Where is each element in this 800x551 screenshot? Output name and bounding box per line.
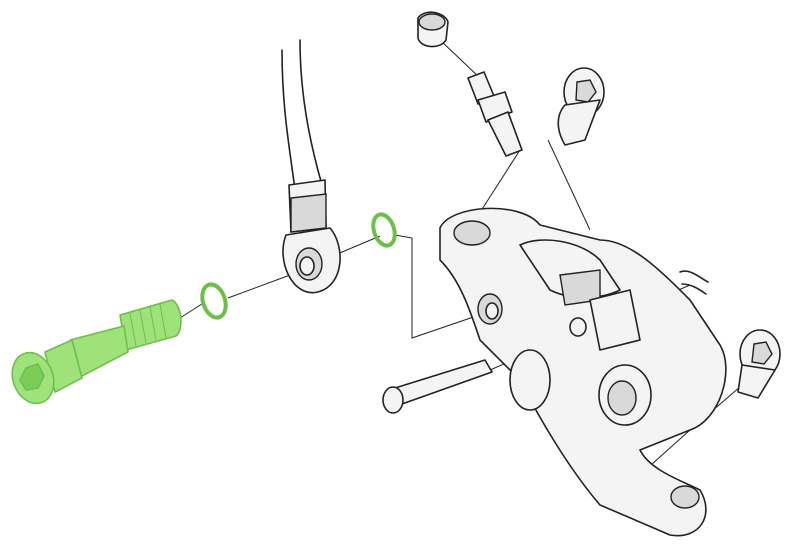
o-ring-inner [200, 282, 228, 320]
bleed-cap [417, 11, 449, 48]
bleed-screw [467, 71, 523, 157]
caliper-body [439, 207, 727, 537]
pin-clip [679, 270, 709, 295]
mounting-bolt-lower [737, 329, 781, 399]
banjo-bolt [11, 299, 182, 405]
pad-pin [382, 359, 493, 414]
mounting-bolt-upper [557, 67, 605, 146]
o-ring-outer [371, 212, 397, 248]
banjo-fitting [282, 227, 341, 294]
brake-hose [281, 39, 327, 233]
